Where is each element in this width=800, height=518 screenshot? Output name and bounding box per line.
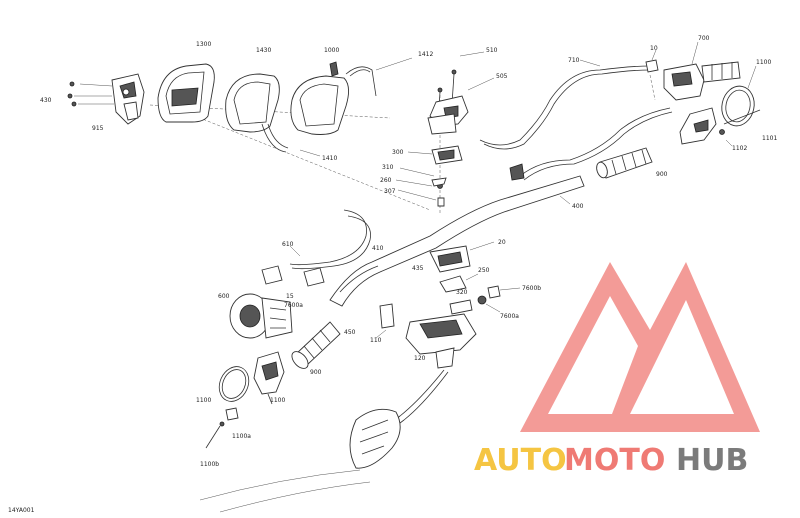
label-1412: 1412 (418, 51, 433, 58)
riser-block (407, 145, 463, 165)
cluster-housing (290, 61, 349, 135)
label-1100-bottom: 1100 (270, 397, 285, 404)
watermark-text-hub: HUB (676, 443, 748, 478)
label-450: 450 (344, 329, 356, 336)
cluster-clip-upper (345, 57, 413, 97)
centre-bracket (429, 241, 495, 273)
part-labels: 430 915 1300 1430 1000 1412 1410 510 505… (8, 35, 777, 514)
label-110: 110 (370, 337, 382, 344)
brake-lever-left (253, 351, 285, 405)
label-1101: 1101 (762, 135, 777, 142)
alignment-lines (149, 74, 656, 215)
label-710: 710 (568, 57, 580, 64)
riser-hardware (395, 167, 447, 207)
handlebar-upper-clamp (427, 77, 495, 135)
throttle-body (645, 41, 741, 101)
watermark-mark (520, 262, 760, 432)
label-700: 700 (698, 35, 710, 42)
label-1102: 1102 (732, 145, 747, 152)
label-7600b: 7600b (522, 285, 541, 292)
watermark-logo: AUTO MOTO HUB (474, 262, 760, 478)
bracket-plate (439, 273, 479, 293)
mirror-hardware-left (205, 407, 239, 449)
label-1430: 1430 (256, 47, 271, 54)
label-15: 15 (286, 293, 294, 300)
cluster-bezel (225, 73, 280, 133)
label-1410: 1410 (322, 155, 337, 162)
label-260: 260 (380, 177, 392, 184)
label-505: 505 (496, 73, 508, 80)
label-600: 600 (218, 293, 230, 300)
ghost-outline (199, 469, 371, 513)
label-1100a: 1100a (232, 433, 251, 440)
handlebar-tube (329, 175, 585, 307)
label-10: 10 (650, 45, 658, 52)
brake-master-cylinder (375, 303, 477, 369)
grip-left (291, 321, 341, 369)
label-120: 120 (414, 355, 426, 362)
label-915: 915 (92, 125, 104, 132)
label-1100b: 1100b (200, 461, 219, 468)
label-610: 610 (282, 241, 294, 248)
label-410: 410 (372, 245, 384, 252)
mirror-right (721, 65, 757, 127)
label-310: 310 (382, 164, 394, 171)
switch-housing-left (229, 293, 293, 339)
label-1300: 1300 (196, 41, 211, 48)
throttle-cable (479, 59, 651, 150)
label-1100-top: 1100 (756, 59, 771, 66)
mirror-left (218, 366, 250, 402)
label-1100-left: 1100 (196, 397, 211, 404)
label-7600a-right: 7600a (500, 313, 519, 320)
brake-switches (449, 285, 521, 315)
label-250: 250 (478, 267, 490, 274)
label-900-right: 900 (656, 171, 668, 178)
label-435: 435 (412, 265, 424, 272)
label-7600a-left: 7600a (284, 302, 303, 309)
label-430: 430 (40, 97, 52, 104)
label-1000: 1000 (324, 47, 339, 54)
instrument-bracket (67, 73, 145, 125)
instrument-cluster-body (157, 63, 215, 123)
label-900-left: 900 (310, 369, 322, 376)
watermark-text-auto: AUTO (474, 443, 567, 478)
brake-line (349, 369, 449, 469)
label-510: 510 (486, 47, 498, 54)
label-20: 20 (498, 239, 506, 246)
brake-lever-right (679, 107, 761, 147)
harness-left (261, 209, 371, 287)
label-300: 300 (392, 149, 404, 156)
cluster-clip-lower (261, 123, 321, 157)
heater-wire-right (509, 107, 673, 181)
watermark-text-moto: MOTO (564, 443, 665, 478)
grip-right (596, 147, 653, 179)
label-307: 307 (384, 188, 396, 195)
figure-code: 14YA001 (8, 507, 35, 514)
label-320: 320 (456, 289, 468, 296)
label-400-right: 400 (572, 203, 584, 210)
